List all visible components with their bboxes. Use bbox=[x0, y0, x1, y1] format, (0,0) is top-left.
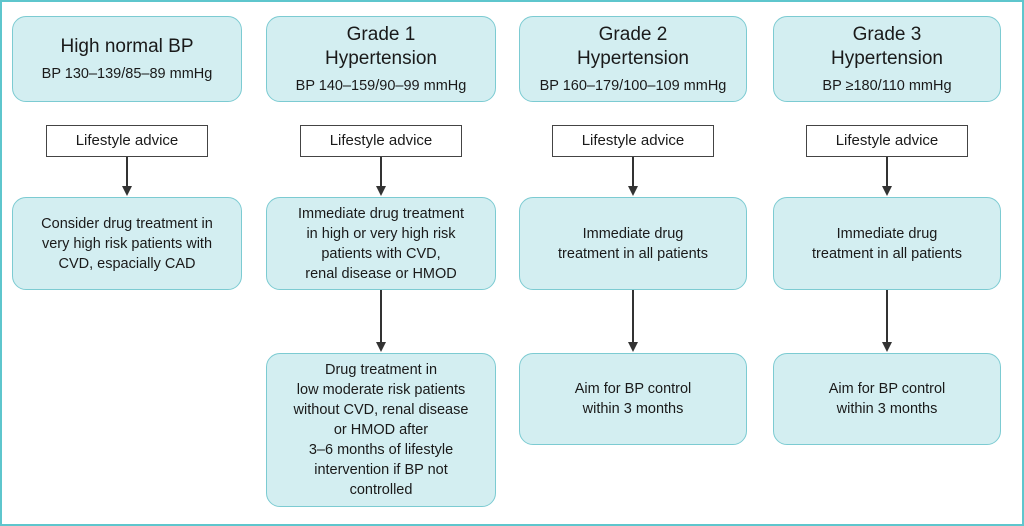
arrow-head bbox=[628, 342, 638, 352]
arrow-head bbox=[376, 342, 386, 352]
arrow-line bbox=[380, 290, 382, 343]
arrow-line bbox=[886, 157, 888, 187]
arrow-line bbox=[632, 290, 634, 343]
lifestyle-advice-box: Lifestyle advice bbox=[552, 125, 714, 157]
header-box-high-normal: High normal BP BP 130–139/85–89 mmHg bbox=[12, 16, 242, 102]
arrow-line bbox=[886, 290, 888, 343]
arrow-head bbox=[122, 186, 132, 196]
arrow-line bbox=[380, 157, 382, 187]
header-range: BP 160–179/100–109 mmHg bbox=[539, 77, 727, 94]
arrow-head bbox=[882, 186, 892, 196]
header-range: BP 140–159/90–99 mmHg bbox=[295, 77, 467, 94]
lifestyle-advice-box: Lifestyle advice bbox=[300, 125, 462, 157]
arrow-head bbox=[628, 186, 638, 196]
arrow-head bbox=[376, 186, 386, 196]
lifestyle-advice-box: Lifestyle advice bbox=[806, 125, 968, 157]
arrow-head bbox=[882, 342, 892, 352]
arrow-line bbox=[126, 157, 128, 187]
header-range: BP 130–139/85–89 mmHg bbox=[41, 65, 213, 82]
header-range: BP ≥180/110 mmHg bbox=[822, 77, 952, 94]
lifestyle-advice-box: Lifestyle advice bbox=[46, 125, 208, 157]
arrow-line bbox=[632, 157, 634, 187]
header-title: High normal BP bbox=[60, 35, 194, 57]
